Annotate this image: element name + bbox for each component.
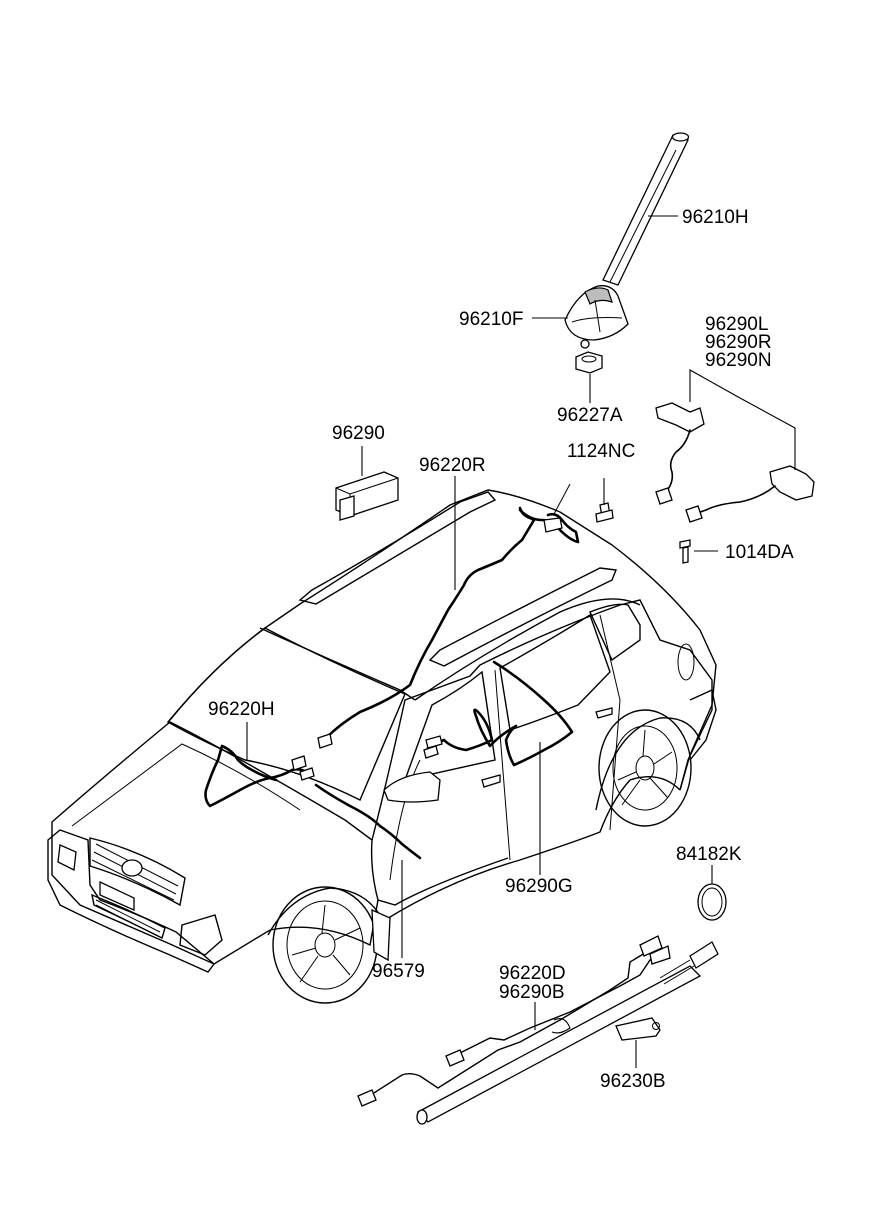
- label-96290b: 96290B: [499, 982, 565, 1003]
- module-96290: [335, 471, 399, 521]
- cable-96579: [314, 783, 422, 860]
- leader-lines: [246, 215, 718, 1068]
- label-96290n: 96290N: [705, 350, 772, 371]
- label-96220d: 96220D: [499, 963, 566, 984]
- label-96220r: 96220R: [419, 455, 486, 476]
- label-96220h: 96220H: [208, 699, 275, 720]
- main-cable-assy: [357, 935, 719, 1125]
- vehicle-body: [47, 489, 717, 1004]
- door-harness-96290g: [423, 660, 574, 767]
- label-96230b: 96230B: [600, 1071, 666, 1092]
- antenna-base: [564, 285, 629, 349]
- label-96290g: 96290G: [505, 876, 573, 897]
- roof-harness-96220r: [317, 483, 580, 749]
- label-96210h: 96210H: [682, 207, 749, 228]
- label-84182k: 84182K: [676, 844, 742, 865]
- label-96290r: 96290R: [705, 332, 772, 353]
- cap-84182k: [697, 883, 727, 921]
- label-96227a: 96227A: [557, 405, 623, 426]
- callout-labels: 96210H 96210F 96227A 96290L 96290R 96290…: [208, 207, 794, 1092]
- antenna-mast: [602, 132, 690, 286]
- screw-1124nc: [595, 478, 614, 523]
- feeder-cable-assy: [655, 369, 815, 523]
- label-96290l: 96290L: [705, 314, 768, 335]
- label-96579: 96579: [372, 961, 425, 982]
- label-96210f: 96210F: [459, 309, 523, 330]
- label-1124nc: 1124NC: [567, 441, 635, 462]
- label-96290: 96290: [332, 423, 385, 444]
- windshield-harness-96220h: [204, 744, 315, 808]
- screw-1014da: [679, 539, 691, 564]
- bracket-96230b: [615, 1017, 661, 1041]
- label-1014da: 1014DA: [725, 542, 794, 563]
- antenna-nut: [575, 351, 603, 374]
